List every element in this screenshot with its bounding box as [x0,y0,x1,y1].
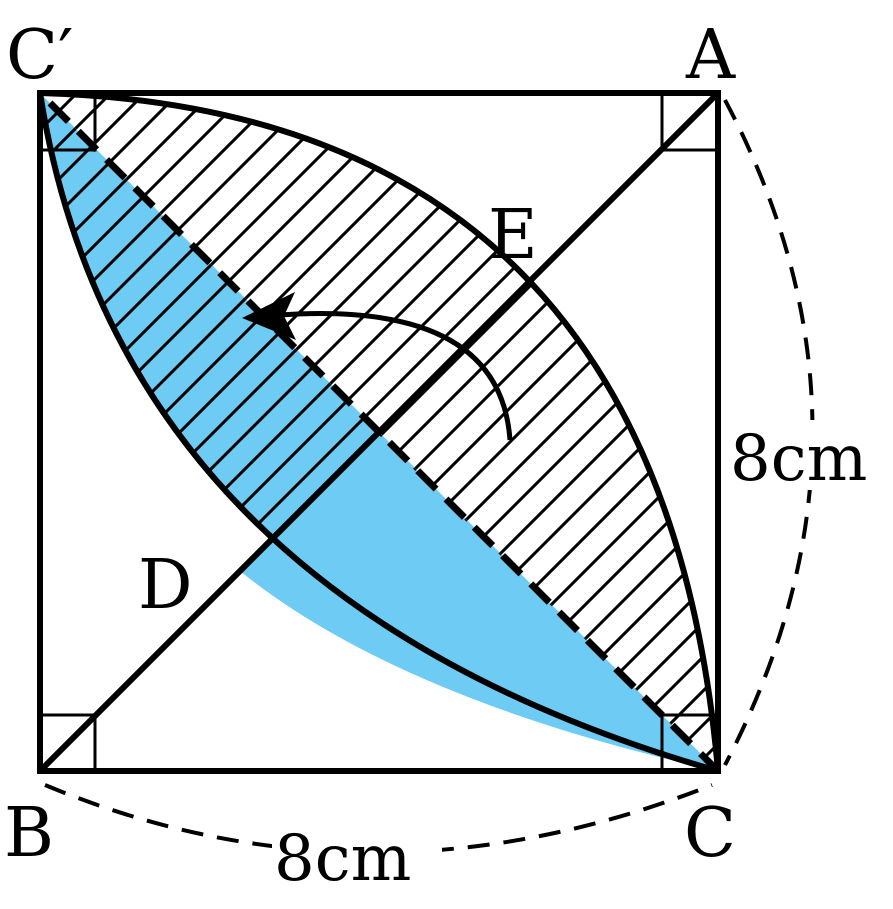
dim-bottom-bg [272,818,442,888]
label-dimension-bottom: 8cm [274,822,411,896]
right-angle-c [660,713,718,771]
right-angle-b [40,713,97,771]
label-e: E [488,196,538,275]
right-angle-c-prime [40,93,97,152]
label-d: D [138,546,193,625]
label-b: B [4,794,54,873]
label-c-prime: C′ [6,16,73,95]
lower-arc [37,92,719,774]
dim-right-bg [728,420,890,490]
dimension-arc-right [723,99,815,766]
rotation-arrow [279,311,513,441]
label-dimension-right: 8cm [730,422,867,496]
blue-cover-lower [240,434,718,771]
label-a: A [685,16,736,95]
right-angle-a [660,93,718,152]
label-c: C [684,794,736,873]
square-outline [37,90,721,774]
upper-arc [39,90,721,772]
rotation-arrowhead [242,292,296,340]
